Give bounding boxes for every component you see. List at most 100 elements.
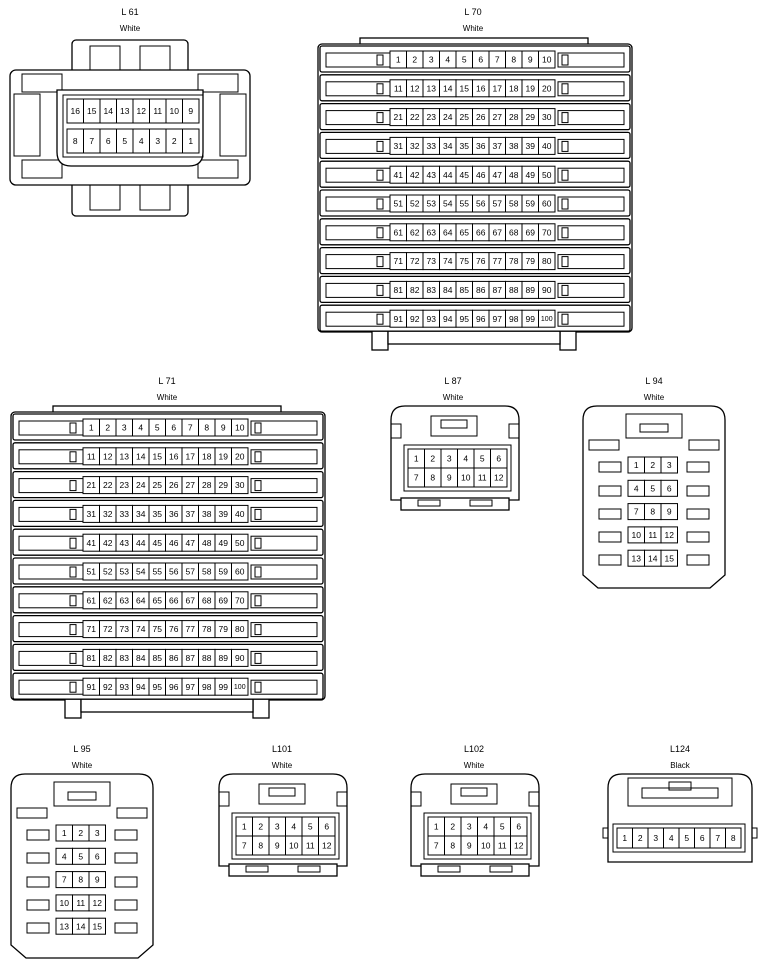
pin-label: 70 [542,227,552,237]
pin-label: 99 [526,314,536,324]
connector-color-l94: White [644,393,665,402]
pin-label: 9 [95,875,100,885]
pin-label: 81 [87,653,97,663]
pin-label: 22 [103,480,113,490]
pin-label: 2 [105,423,110,433]
connector-body-l95 [10,773,154,959]
pin-label: 92 [103,682,113,692]
row-latch-right [250,478,318,494]
pin-label: 89 [526,285,536,295]
pin-label: 1 [622,833,627,843]
pin-label: 71 [87,624,97,634]
pin-label: 1 [434,822,439,832]
row-key-right [561,227,569,239]
pin-label: 65 [153,595,163,605]
pin-label: 3 [95,828,100,838]
pin-label: 86 [169,653,179,663]
pin-label: 62 [103,595,113,605]
pin-label: 65 [460,227,470,237]
pin-label: 9 [188,106,193,116]
pin-label: 83 [427,285,437,295]
pin-label: 37 [493,141,503,151]
pin-label: 69 [219,595,229,605]
pin-label: 27 [186,480,196,490]
pin-label: 47 [186,538,196,548]
pin-label: 5 [462,55,467,65]
pin-label: 15 [153,451,163,461]
pin-label: 6 [95,851,100,861]
pin-label: 48 [509,170,519,180]
pin-cell [231,418,249,437]
pin-label: 31 [87,509,97,519]
pin-label: 97 [186,682,196,692]
pin-label: 43 [120,538,130,548]
pin-label: 10 [542,55,552,65]
pin-label: 29 [526,112,536,122]
row-key-left [69,566,77,578]
pin-label: 11 [498,841,507,851]
pin-label: 23 [427,112,437,122]
pin-label: 8 [73,136,78,146]
pin-label: 59 [526,199,536,209]
row-key-right [561,313,569,325]
pin-label: 9 [528,55,533,65]
pin-cell [231,533,249,552]
pin-label: 12 [494,473,504,483]
row-key-left [376,227,384,239]
pin-label: 15 [93,921,103,931]
row-key-left [376,54,384,66]
pin-label: 4 [139,136,144,146]
pin-label: 5 [78,851,83,861]
pin-label: 58 [202,567,212,577]
pin-label: 71 [394,256,404,266]
pin-label: 58 [509,199,519,209]
pin-label: 6 [667,483,672,493]
pin-cell [88,917,106,935]
row-key-left [376,284,384,296]
pin-label: 5 [122,136,127,146]
pin-label: 2 [450,822,455,832]
pin-label: 42 [410,170,420,180]
pin-label: 41 [394,170,404,180]
pin-label: 5 [480,454,485,464]
row-key-left [376,112,384,124]
row-latch-right [250,420,318,436]
pin-frame [62,94,204,158]
pin-cell [231,447,249,466]
pin-label: 14 [136,451,146,461]
pin-cell [88,871,106,889]
pin-label: 98 [202,682,212,692]
row-latch-right [557,167,625,183]
pin-label: 12 [410,83,420,93]
pin-label: 68 [509,227,519,237]
pin-label: 84 [443,285,453,295]
pin-label: 9 [467,841,472,851]
pin-label: 11 [478,473,487,483]
pin-label: 4 [463,454,468,464]
row-latch-right [250,593,318,609]
pin-label: 2 [78,828,83,838]
connector-label-l87: L 87 [444,376,461,386]
pin-cell [88,847,106,865]
pin-label: 43 [427,170,437,180]
pin-label: 48 [202,538,212,548]
pin-label: 61 [87,595,97,605]
pin-frame [423,812,532,860]
connector-body-l124 [602,773,758,863]
pin-label: 67 [493,227,503,237]
pin-label: 38 [202,509,212,519]
row-key-left [69,652,77,664]
pin-label: 11 [306,841,315,851]
pin-label: 4 [138,423,143,433]
pin-label: 67 [186,595,196,605]
pin-label: 45 [153,538,163,548]
pin-label: 1 [62,828,67,838]
pin-label: 75 [460,256,470,266]
pin-label: 91 [394,314,404,324]
pin-label: 77 [493,256,503,266]
pin-label: 55 [153,567,163,577]
pin-label: 22 [410,112,420,122]
